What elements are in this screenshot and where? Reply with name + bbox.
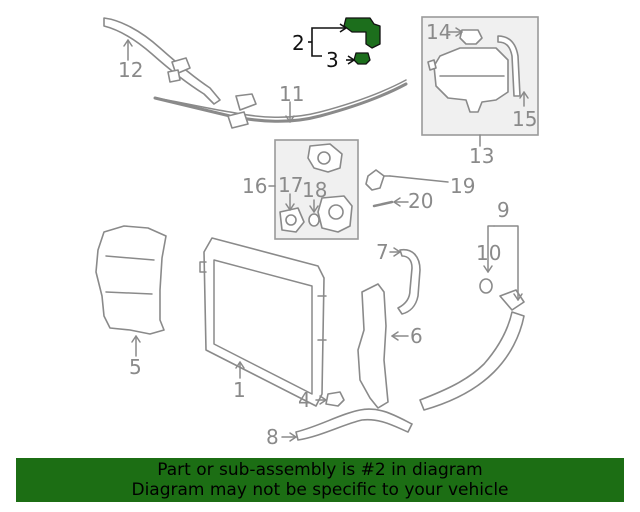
banner-line-1: Part or sub-assembly is #2 in diagram [157, 460, 483, 480]
arrow-11 [285, 115, 295, 123]
callout-19[interactable]: 19 [450, 174, 475, 198]
callout-18[interactable]: 18 [302, 178, 327, 202]
part-15-hose[interactable] [497, 35, 521, 97]
arrow-20 [393, 197, 401, 207]
part-19-clamp[interactable] [365, 169, 385, 191]
part-5-deflector[interactable] [95, 225, 167, 335]
callout-20[interactable]: 20 [408, 189, 433, 213]
part-7-hose[interactable] [397, 248, 421, 315]
part-11-overflow-line[interactable] [153, 79, 408, 129]
callout-8[interactable]: 8 [266, 425, 279, 449]
leader-9 [493, 225, 519, 301]
arrow-18 [309, 205, 319, 213]
part-2-bracket[interactable] [343, 17, 381, 49]
part-9-outlet-hose[interactable] [419, 289, 525, 411]
callout-10[interactable]: 10 [476, 241, 501, 265]
part-3-nut[interactable] [353, 52, 371, 65]
arrow-15 [519, 91, 529, 99]
callout-1[interactable]: 1 [233, 378, 246, 402]
part-10-seal[interactable] [479, 278, 493, 294]
callout-9[interactable]: 9 [497, 198, 510, 222]
banner-line-2: Diagram may not be specific to your vehi… [131, 480, 509, 500]
arrow-10 [483, 265, 493, 273]
arrow-4 [319, 395, 327, 405]
arrow-7 [393, 247, 401, 257]
part-14-cap[interactable] [459, 29, 483, 45]
callout-4[interactable]: 4 [298, 388, 311, 412]
leader-19 [389, 175, 449, 183]
part-20-bolt[interactable] [372, 200, 394, 208]
callout-17[interactable]: 17 [278, 173, 303, 197]
arrow-9 [513, 293, 523, 301]
part-13-reservoir[interactable] [427, 47, 509, 113]
arrow-2 [339, 23, 348, 33]
callout-14[interactable]: 14 [426, 20, 451, 44]
callout-6[interactable]: 6 [410, 324, 423, 348]
callout-5[interactable]: 5 [129, 355, 142, 379]
callout-2[interactable]: 2 [292, 31, 305, 55]
part-8-lower-hose[interactable] [295, 408, 413, 441]
arrow-14 [455, 27, 463, 37]
info-banner: Part or sub-assembly is #2 in diagram Di… [16, 458, 624, 502]
part-4-plug[interactable] [325, 391, 345, 407]
arrow-8 [289, 432, 297, 442]
arrow-6 [391, 331, 399, 341]
part-18-seal[interactable] [308, 213, 320, 227]
leader-9b [487, 225, 495, 273]
part-16-housing[interactable] [307, 143, 353, 233]
callout-16[interactable]: 16 [242, 174, 267, 198]
callout-11[interactable]: 11 [279, 82, 304, 106]
arrow-1 [235, 361, 245, 369]
callout-15[interactable]: 15 [512, 107, 537, 131]
part-6-baffle[interactable] [357, 283, 389, 409]
part-12-upper-hose[interactable] [103, 17, 221, 105]
bracket-2-3 [311, 27, 322, 57]
arrow-3 [347, 55, 356, 65]
callout-3[interactable]: 3 [326, 48, 339, 72]
arrow-5 [131, 335, 141, 343]
part-1-radiator[interactable] [199, 237, 327, 407]
arrow-17 [285, 203, 295, 211]
callout-12[interactable]: 12 [118, 58, 143, 82]
callout-13[interactable]: 13 [469, 144, 494, 168]
arrow-12 [123, 39, 133, 47]
callout-7[interactable]: 7 [376, 240, 389, 264]
part-17-gasket[interactable] [279, 207, 305, 233]
